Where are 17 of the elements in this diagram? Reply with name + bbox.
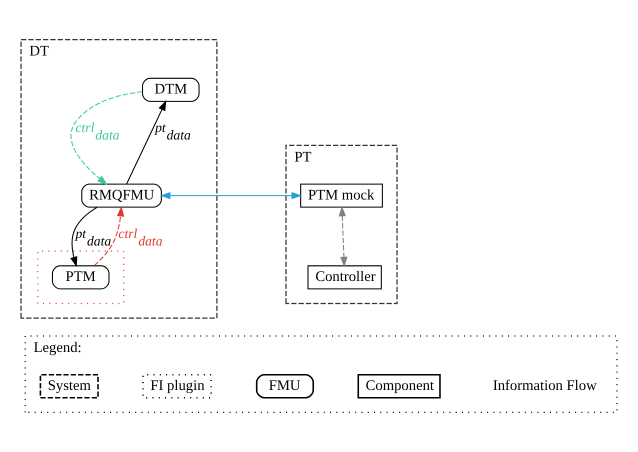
legend-label: Information Flow xyxy=(492,378,597,394)
arrow xyxy=(70,206,98,268)
arrow xyxy=(160,192,302,200)
cluster xyxy=(37,250,124,304)
legend-label: System xyxy=(48,378,91,394)
legend-label: FI plugin xyxy=(150,378,205,394)
node-box: PTM mock xyxy=(300,184,383,208)
node-box: Controller xyxy=(307,265,382,290)
arrow xyxy=(94,206,124,266)
legend-label: FMU xyxy=(268,378,301,394)
node-box: DTM xyxy=(142,78,200,102)
arrow xyxy=(70,91,142,186)
legend-label: Component xyxy=(366,378,434,394)
arrow xyxy=(338,206,348,268)
node-box: PTM xyxy=(52,265,110,290)
arrow xyxy=(126,100,166,184)
node-box: RMQFMU xyxy=(81,184,162,208)
